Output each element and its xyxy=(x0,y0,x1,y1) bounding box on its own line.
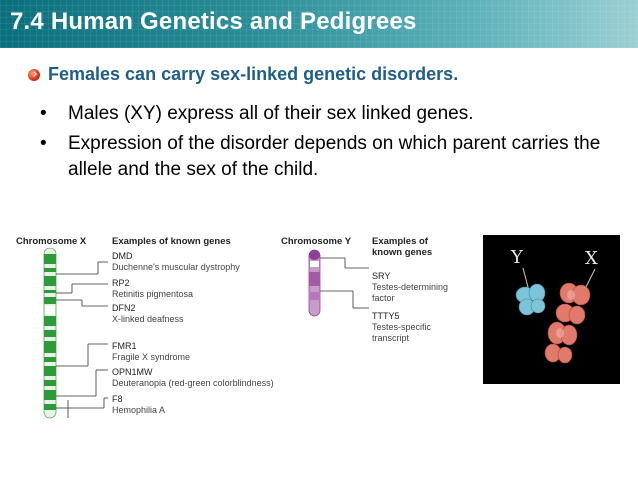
bullet-glyph: • xyxy=(40,133,47,154)
orange-bullet-icon xyxy=(28,68,40,81)
sub-point-list: • Males (XY) express all of their sex li… xyxy=(40,101,636,187)
x-genes-header: Examples of known genes xyxy=(112,236,231,247)
gene-description: Deuteranopia (red-green colorblindness) xyxy=(112,378,274,388)
sub-point: • Males (XY) express all of their sex li… xyxy=(40,101,636,127)
sub-point-text: Expression of the disorder depends on wh… xyxy=(68,133,601,180)
gene-name: SRY xyxy=(372,271,391,281)
sub-point-text: Males (XY) express all of their sex link… xyxy=(68,103,474,124)
y-genes-header-line2: known genes xyxy=(372,247,433,258)
sub-point: • Expression of the disorder depends on … xyxy=(40,131,636,183)
y-chromosome-shape xyxy=(515,283,546,316)
chromosome-micrograph: Y X xyxy=(483,235,620,384)
gene-name: F8 xyxy=(112,394,123,404)
gene-description: factor xyxy=(372,293,395,303)
header-texture xyxy=(0,0,638,48)
gene-description: X-linked deafness xyxy=(112,314,184,324)
main-point: Females can carry sex-linked genetic dis… xyxy=(28,64,458,85)
bullet-glyph: • xyxy=(40,103,47,124)
gene-name: TTTY5 xyxy=(372,311,400,321)
gene-description: Fragile X syndrome xyxy=(112,352,191,362)
chromosome-x-drawing xyxy=(43,248,108,419)
gene-name: OPN1MW xyxy=(112,367,153,377)
main-point-text: Females can carry sex-linked genetic dis… xyxy=(48,64,459,84)
gene-description: Testes-specific xyxy=(372,322,432,332)
chromosome-pair-image xyxy=(515,267,596,364)
gene-name: DMD xyxy=(112,251,133,261)
slide-header: 7.4 Human Genetics and Pedigrees xyxy=(0,0,638,48)
gene-name: RP2 xyxy=(112,278,130,288)
gene-name: DFN2 xyxy=(112,303,136,313)
photo-label-x: X xyxy=(585,248,598,269)
chromosome-y-title: Chromosome Y xyxy=(281,236,352,247)
gene-description: Hemophilia A xyxy=(112,405,166,415)
gene-description: Retinitis pigmentosa xyxy=(112,289,194,299)
gene-description: Duchenne's muscular dystrophy xyxy=(112,262,240,272)
gene-description: Testes-determining xyxy=(372,282,449,292)
gene-name: FMR1 xyxy=(112,341,137,351)
y-genes-header-line1: Examples of xyxy=(372,236,428,247)
chromosome-x-title: Chromosome X xyxy=(16,236,87,247)
gene-description: transcript xyxy=(372,333,410,343)
slide-title: 7.4 Human Genetics and Pedigrees xyxy=(10,8,417,35)
chromosome-y-drawing xyxy=(308,249,369,317)
photo-label-y: Y xyxy=(511,247,523,268)
